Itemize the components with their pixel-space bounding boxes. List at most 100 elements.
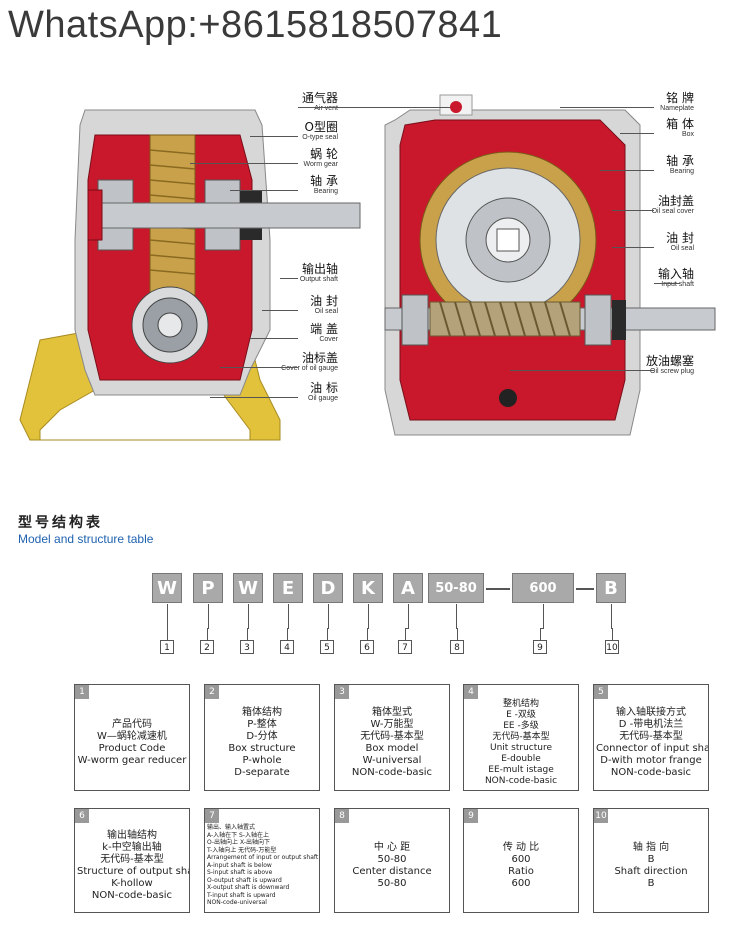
- leader-line: [262, 310, 298, 311]
- model-code-box-7: A: [393, 573, 423, 603]
- connector-line: [543, 604, 544, 628]
- connector-line: [208, 604, 209, 628]
- card-line: Box model: [365, 742, 419, 754]
- connector-line: [327, 628, 329, 629]
- card-number: 10: [594, 809, 608, 823]
- card-line: W-万能型: [370, 718, 414, 730]
- card-number: 5: [594, 685, 608, 699]
- section-title: 型号结构表: [18, 515, 103, 531]
- left-label-en: Oil gauge: [308, 395, 338, 402]
- card-line: 无代码-基本型: [619, 730, 683, 742]
- model-code-number-6: 6: [360, 640, 374, 654]
- leader-line: [560, 107, 654, 108]
- right-label-en: Oil seal: [670, 245, 694, 252]
- card-number: 7: [205, 809, 219, 823]
- card-line: 50-80: [377, 877, 407, 889]
- connector-line: [287, 628, 288, 640]
- right-cutaway-view: [384, 94, 716, 436]
- connector-line: [328, 604, 329, 628]
- connector-line: [207, 628, 209, 629]
- card-line: E-double: [501, 754, 541, 764]
- right-label-en: Bearing: [669, 168, 694, 175]
- model-code-number-8: 8: [450, 640, 464, 654]
- model-code-number-5: 5: [320, 640, 334, 654]
- connector-line: [456, 604, 457, 628]
- left-label-en: Bearing: [313, 188, 338, 195]
- right-label-cn: 油 封: [666, 231, 694, 245]
- connector-line: [368, 604, 369, 628]
- leader-line: [280, 278, 298, 279]
- left-cutaway-view: [19, 109, 361, 441]
- card-line: E -双级: [506, 710, 536, 720]
- model-code-separator: [576, 588, 594, 590]
- card-line: 50-80: [377, 853, 407, 865]
- card-line: S-input shaft is above: [207, 869, 273, 877]
- connector-line: [207, 628, 208, 640]
- left-label-cn: 蜗 轮: [310, 147, 338, 161]
- card-line: D-separate: [234, 766, 290, 778]
- card-line: 输入轴联接方式: [616, 706, 686, 718]
- left-label-cn: O型圈: [304, 120, 338, 134]
- leader-line: [220, 367, 298, 368]
- card-line: P-whole: [242, 754, 282, 766]
- left-label-cn: 油 标: [310, 381, 338, 395]
- leader-line: [190, 163, 298, 164]
- model-code-box-9: 600: [512, 573, 574, 603]
- card-line: K-hollow: [111, 877, 153, 889]
- model-code-box-1: W: [152, 573, 182, 603]
- connector-line: [288, 604, 289, 628]
- card-number: 8: [335, 809, 349, 823]
- model-code-box-10: B: [596, 573, 626, 603]
- card-line: k-中空输出轴: [102, 841, 162, 853]
- model-code-box-8: 50-80: [428, 573, 484, 603]
- card-line: 轴 指 向: [632, 841, 670, 853]
- card-line: NON-code-basic: [484, 776, 558, 786]
- card-line: NON-code-basic: [610, 766, 692, 778]
- right-label-en: Oil screw plug: [650, 368, 694, 375]
- card-line: EE-mult istage: [488, 765, 554, 775]
- connector-line: [405, 628, 409, 629]
- connector-line: [247, 628, 249, 629]
- connector-line: [540, 628, 544, 629]
- card-line: 无代码-基本型: [360, 730, 424, 742]
- card-line: NON-code-basic: [351, 766, 433, 778]
- connector-line: [367, 628, 369, 629]
- card-line: 整机结构: [502, 699, 539, 709]
- leader-line: [612, 247, 654, 248]
- right-label-en: Input shaft: [661, 281, 694, 288]
- card-line: 传 动 比: [502, 841, 540, 853]
- leader-line: [298, 107, 450, 108]
- model-code-box-6: K: [353, 573, 383, 603]
- card-line: Unit structure: [489, 743, 553, 753]
- left-label-en: Air vent: [314, 105, 338, 112]
- card-number: 6: [75, 809, 89, 823]
- card-line: 无代码-基本型: [100, 853, 164, 865]
- leader-line: [600, 170, 654, 171]
- card-line: 箱体结构: [242, 706, 282, 718]
- connector-line: [457, 628, 458, 640]
- card-line: Product Code: [98, 742, 166, 754]
- right-label-cn: 放油螺塞: [645, 354, 694, 368]
- left-label-cn: 通气器: [301, 91, 338, 105]
- card-line: Connector of input shaft: [596, 742, 709, 754]
- left-label-cn: 轴 承: [310, 174, 338, 188]
- card-line: X-output shaft is downward: [207, 884, 290, 892]
- connector-line: [611, 604, 612, 628]
- card-line: Box structure: [228, 742, 296, 754]
- card-line: B: [647, 877, 655, 889]
- section-subtitle: Model and structure table: [18, 532, 154, 546]
- connector-line: [540, 628, 541, 640]
- left-label-en: O-type seal: [302, 134, 338, 141]
